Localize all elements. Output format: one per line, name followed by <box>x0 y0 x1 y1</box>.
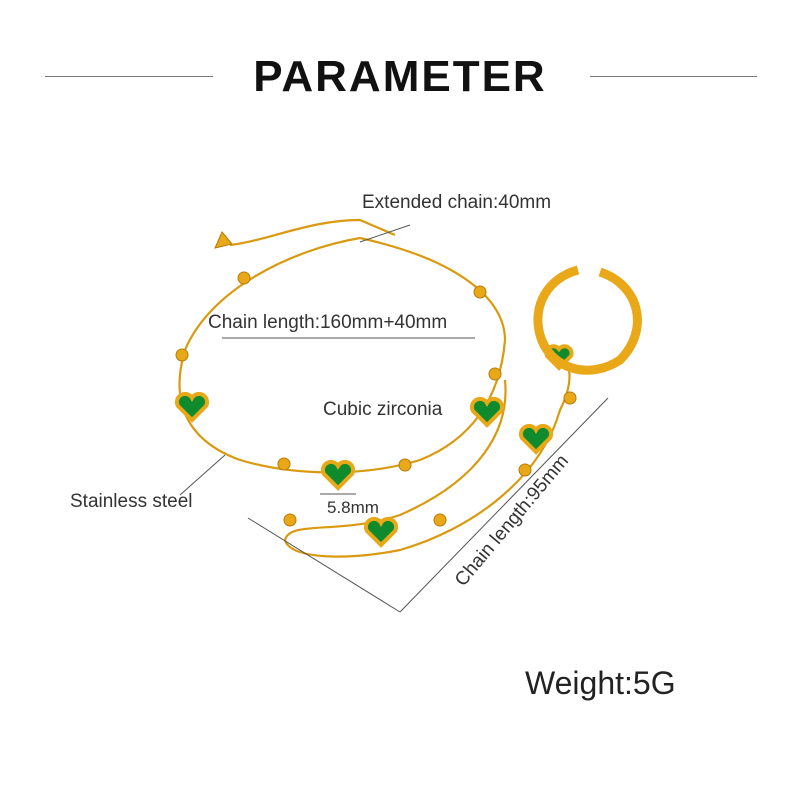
chain-length-bracelet-label: Chain length:160mm+40mm <box>208 312 448 333</box>
leader-lines <box>179 224 609 613</box>
weight-label: Weight:5G <box>525 665 676 701</box>
page-title: PARAMETER <box>253 52 547 101</box>
ring <box>533 265 642 375</box>
chain <box>178 218 571 558</box>
gold-beads <box>175 231 577 527</box>
stone-size-label: 5.8mm <box>327 498 379 517</box>
stone-label: Cubic zirconia <box>323 399 443 420</box>
extended-chain-label: Extended chain:40mm <box>362 192 552 213</box>
material-label: Stainless steel <box>70 491 193 512</box>
heart-stones <box>174 344 574 548</box>
title-rule-right <box>590 76 757 77</box>
title-rule-left <box>45 76 213 77</box>
